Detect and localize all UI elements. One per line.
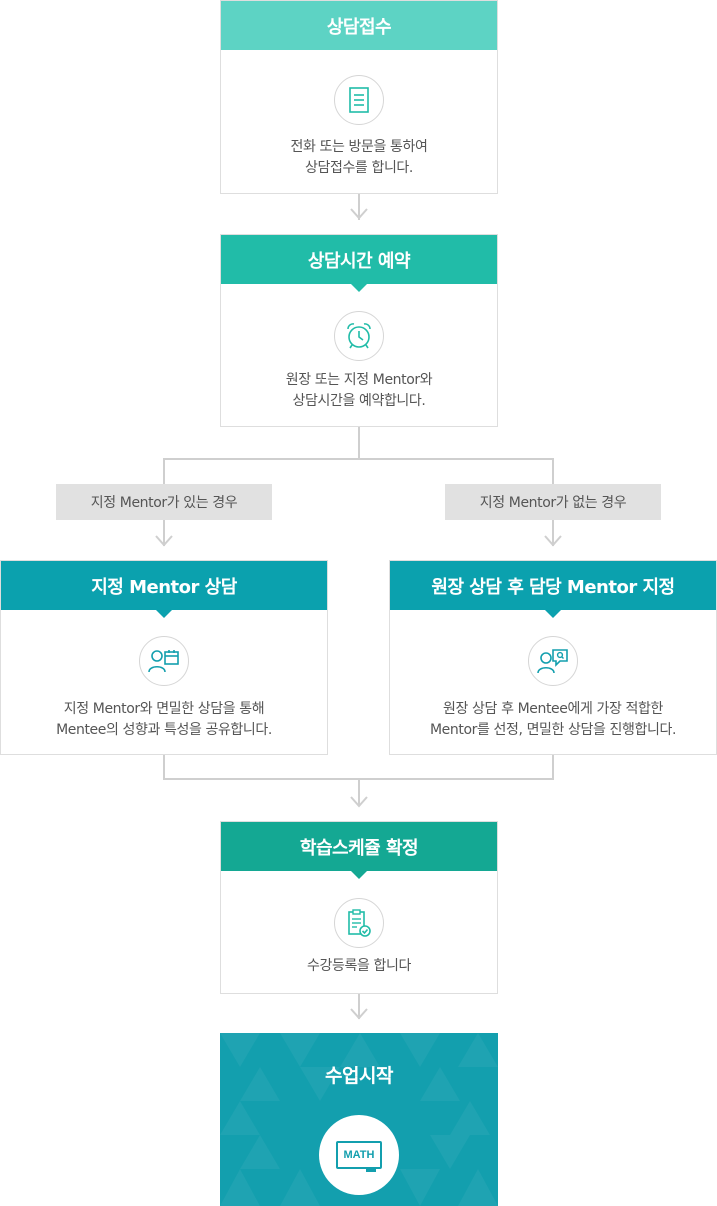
step-box-consultation-intake: 상담접수 전화 또는 방문을 통하여 상담접수를 합니다. (220, 0, 498, 194)
person-calendar-icon (139, 636, 189, 686)
step-description: 원장 상담 후 Mentee에게 가장 적합한 Mentor를 선정, 면밀한 … (390, 699, 716, 741)
step-header: 원장 상담 후 담당 Mentor 지정 (390, 561, 716, 618)
alarm-clock-icon (334, 311, 384, 361)
math-board-label: MATH (343, 1149, 375, 1161)
step-header: 상담시간 예약 (221, 235, 497, 292)
branch-box-assigned-mentor: 지정 Mentor 상담 지정 Mentor와 면밀한 상담을 통해 Mente… (0, 560, 328, 755)
step-title: 지정 Mentor 상담 (91, 576, 237, 598)
person-chat-icon (528, 636, 578, 686)
step-header: 학습스케쥴 확정 (221, 822, 497, 879)
document-icon (334, 75, 384, 125)
arrow-down-icon (350, 796, 368, 808)
step-description: 수강등록을 합니다 (221, 956, 497, 977)
desc-line: 상담접수를 합니다. (305, 160, 413, 176)
connector-line (552, 755, 554, 780)
header-notch (350, 870, 368, 879)
step-description: 전화 또는 방문을 통하여 상담접수를 합니다. (221, 137, 497, 179)
desc-line: Mentor를 선정, 면밀한 상담을 진행합니다. (430, 722, 676, 738)
math-board-icon: MATH (319, 1115, 399, 1195)
arrow-down-icon (155, 535, 173, 547)
step-title: 상담시간 예약 (307, 250, 411, 272)
step-description: 원장 또는 지정 Mentor와 상담시간을 예약합니다. (221, 370, 497, 412)
arrow-down-icon (350, 1008, 368, 1020)
connector-line (163, 755, 165, 780)
connector-line (358, 194, 360, 220)
final-box-class-start: 수업시작 MATH (220, 1033, 498, 1206)
step-box-schedule-consultation: 상담시간 예약 원장 또는 지정 Mentor와 상담시간을 예약합니다. (220, 234, 498, 427)
branch-box-director-consult: 원장 상담 후 담당 Mentor 지정 원장 상담 후 Mentee에게 가장… (389, 560, 717, 755)
step-box-schedule-confirm: 학습스케쥴 확정 수강등록을 합니다 (220, 821, 498, 994)
step-header: 지정 Mentor 상담 (1, 561, 327, 618)
condition-label-has-mentor: 지정 Mentor가 있는 경우 (56, 484, 272, 520)
step-description: 지정 Mentor와 면밀한 상담을 통해 Mentee의 성향과 특성을 공유… (1, 699, 327, 741)
connector-line (358, 427, 360, 459)
connector-line (358, 778, 360, 806)
clipboard-check-icon (334, 898, 384, 948)
step-title: 원장 상담 후 담당 Mentor 지정 (431, 576, 675, 598)
arrow-down-icon (544, 535, 562, 547)
desc-line: 전화 또는 방문을 통하여 (290, 139, 428, 155)
desc-line: 상담시간을 예약합니다. (292, 393, 426, 409)
desc-line: 원장 또는 지정 Mentor와 (285, 372, 433, 388)
arrow-down-icon (350, 208, 368, 220)
math-board: MATH (336, 1141, 382, 1172)
condition-text: 지정 Mentor가 있는 경우 (90, 495, 238, 511)
step-header: 상담접수 (221, 1, 497, 50)
header-notch (544, 609, 562, 618)
connector-line (358, 994, 360, 1019)
condition-label-no-mentor: 지정 Mentor가 없는 경우 (445, 484, 661, 520)
connector-line (163, 458, 554, 460)
desc-line: 수강등록을 합니다 (307, 958, 411, 974)
final-title: 수업시작 (325, 1065, 393, 1087)
step-title: 상담접수 (326, 16, 392, 38)
triangle-pattern-background (220, 1033, 498, 1206)
step-title: 학습스케쥴 확정 (299, 837, 419, 859)
desc-line: 원장 상담 후 Mentee에게 가장 적합한 (443, 701, 663, 717)
condition-text: 지정 Mentor가 없는 경우 (479, 495, 627, 511)
desc-line: Mentee의 성향과 특성을 공유합니다. (56, 722, 272, 738)
header-notch (350, 283, 368, 292)
board-tray (366, 1169, 376, 1172)
desc-line: 지정 Mentor와 면밀한 상담을 통해 (63, 701, 265, 717)
header-notch (155, 609, 173, 618)
